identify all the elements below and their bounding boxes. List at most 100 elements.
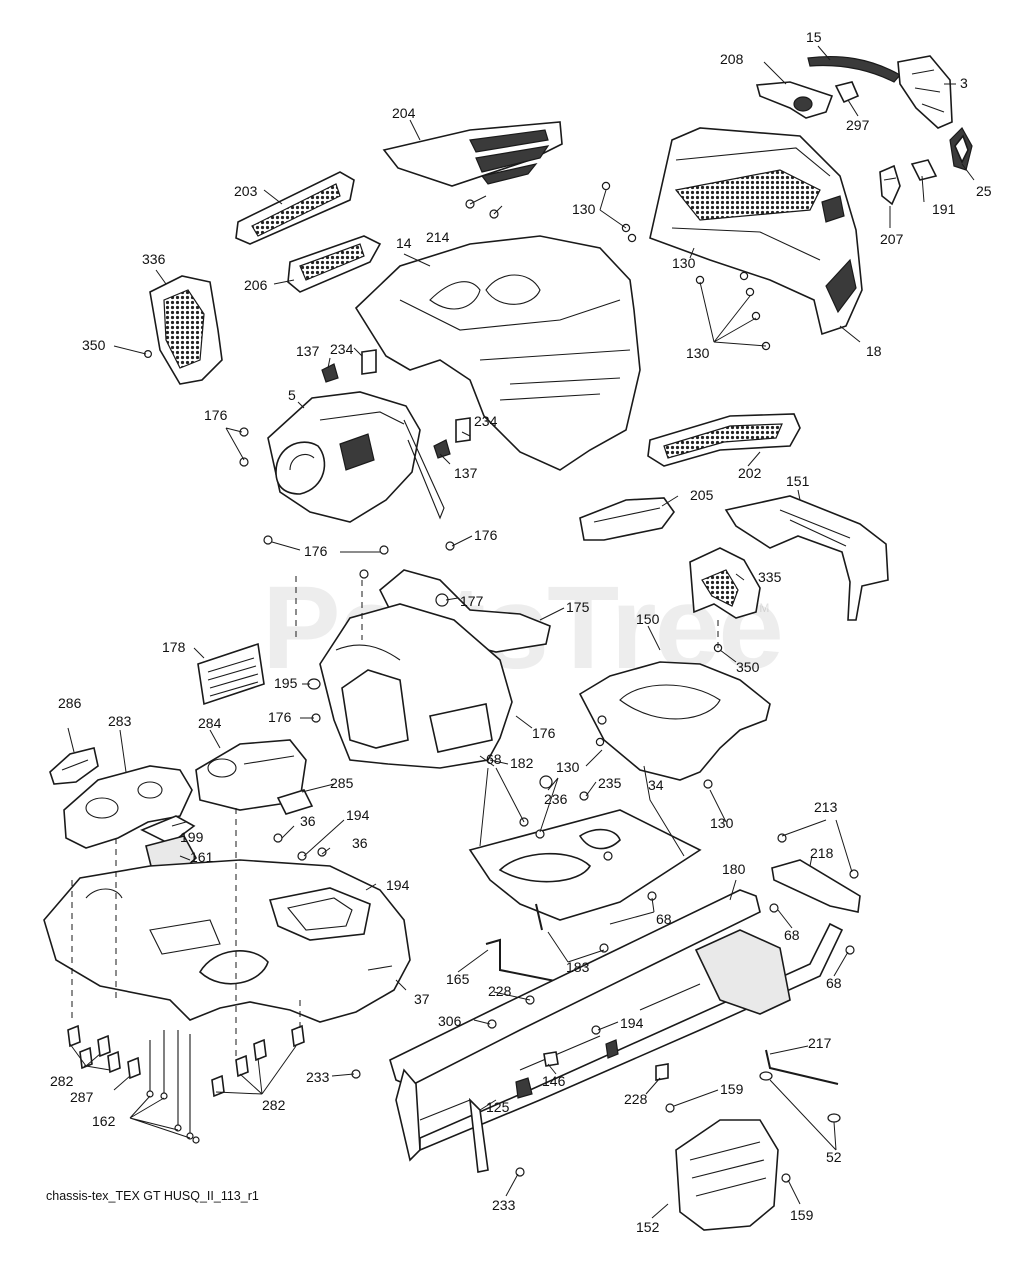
callout-label: 15 <box>806 29 822 45</box>
part-34-seat-plate <box>468 775 702 953</box>
part-207-bracket <box>879 164 901 206</box>
callout-label: 25 <box>976 183 992 199</box>
callout-label: 68 <box>656 911 672 927</box>
callout-label: 286 <box>58 695 82 711</box>
callout-label: 335 <box>758 569 782 585</box>
callout-label: 176 <box>532 725 556 741</box>
callout-label: 191 <box>932 201 956 217</box>
callout-label: 176 <box>304 543 328 559</box>
callout-label: 130 <box>686 345 710 361</box>
callout-label: 175 <box>566 599 590 615</box>
callout-label: 287 <box>70 1089 94 1105</box>
callout-label: 165 <box>446 971 470 987</box>
callout-label: 306 <box>438 1013 462 1029</box>
callout-label: 152 <box>636 1219 660 1235</box>
callout-label: 203 <box>234 183 258 199</box>
part-297-clip <box>834 81 860 104</box>
callout-label: 218 <box>810 845 834 861</box>
callout-label: 282 <box>50 1073 74 1089</box>
callout-label: 68 <box>784 927 800 943</box>
callout-label: 159 <box>720 1081 744 1097</box>
part-205-panel <box>579 497 675 541</box>
callout-label: 284 <box>198 715 222 731</box>
callout-label: 5 <box>288 387 296 403</box>
callout-label: 183 <box>566 959 590 975</box>
callout-labels: 15 208 3 297 25 191 207 204 130 203 214 … <box>50 29 992 1235</box>
part-191-clip <box>910 159 938 181</box>
part-208-bracket <box>755 81 834 119</box>
part-14-hood <box>354 235 641 471</box>
callout-label: 176 <box>474 527 498 543</box>
alignment-lines <box>71 576 719 1060</box>
callout-label: 125 <box>486 1099 510 1115</box>
part-37-fender <box>43 859 411 1023</box>
part-182-lower-dash <box>319 603 513 769</box>
part-18-front-bumper <box>649 127 863 336</box>
part-283-fender-cover <box>63 765 193 849</box>
callout-label: 130 <box>556 759 580 775</box>
callout-label: 37 <box>414 991 430 1007</box>
callout-label: 233 <box>306 1069 330 1085</box>
callout-label: 151 <box>786 473 810 489</box>
callout-label: 177 <box>460 593 484 609</box>
callout-label: 350 <box>82 337 106 353</box>
callout-label: 199 <box>180 829 204 845</box>
callout-label: 52 <box>826 1149 842 1165</box>
part-335-grille <box>689 547 761 619</box>
callout-label: 146 <box>542 1073 566 1089</box>
callout-label: 34 <box>648 777 664 793</box>
part-176-bolts <box>239 427 455 723</box>
callout-label: 214 <box>426 229 450 245</box>
callout-label: 162 <box>92 1113 116 1129</box>
callout-label: 130 <box>572 201 596 217</box>
callout-label: 194 <box>386 877 410 893</box>
callout-label: 14 <box>396 235 412 251</box>
callout-label: 283 <box>108 713 132 729</box>
callout-label: 180 <box>722 861 746 877</box>
part-5-dash-panel <box>267 391 445 523</box>
callout-label: 217 <box>808 1035 832 1051</box>
callout-label: 195 <box>274 675 298 691</box>
part-178-plate <box>197 642 265 706</box>
callout-label: 204 <box>392 105 416 121</box>
part-137-clips <box>321 363 451 459</box>
callout-label: 18 <box>866 343 882 359</box>
part-small-hardware <box>351 995 669 1177</box>
callout-label: 36 <box>300 813 316 829</box>
part-204-hood-vent <box>382 121 563 187</box>
callout-label: 202 <box>738 465 762 481</box>
callout-label: 182 <box>510 755 534 771</box>
diagram-caption: chassis-tex_TEX GT HUSQ_II_113_r1 <box>46 1189 259 1203</box>
part-180-frame <box>389 889 844 1173</box>
callout-label: 213 <box>814 799 838 815</box>
callout-label: 150 <box>636 611 660 627</box>
callout-label: 176 <box>268 709 292 725</box>
part-234-tabs <box>361 349 471 443</box>
callout-label: 282 <box>262 1097 286 1113</box>
callout-label: 228 <box>488 983 512 999</box>
callout-label: 297 <box>846 117 870 133</box>
callout-label: 233 <box>492 1197 516 1213</box>
callout-label: 130 <box>710 815 734 831</box>
callout-label: 159 <box>790 1207 814 1223</box>
part-15-trim-strip <box>807 56 901 83</box>
callout-label: 350 <box>736 659 760 675</box>
callout-label: 161 <box>190 849 214 865</box>
callout-label: 194 <box>620 1015 644 1031</box>
parts <box>43 55 973 1231</box>
part-218-bracket <box>769 833 861 955</box>
part-152-step <box>665 1103 791 1231</box>
part-214-screws <box>465 195 503 219</box>
part-151-bracket <box>724 495 889 621</box>
part-25-lens <box>949 127 973 171</box>
callout-label: 285 <box>330 775 354 791</box>
callout-label: 207 <box>880 231 904 247</box>
callout-label: 130 <box>672 255 696 271</box>
callout-label: 208 <box>720 51 744 67</box>
callout-label: 336 <box>142 251 166 267</box>
callout-label: 3 <box>960 75 968 91</box>
callout-label: 194 <box>346 807 370 823</box>
callout-label: 176 <box>204 407 228 423</box>
part-3-side-panel <box>897 55 953 129</box>
callout-label: 236 <box>544 791 568 807</box>
